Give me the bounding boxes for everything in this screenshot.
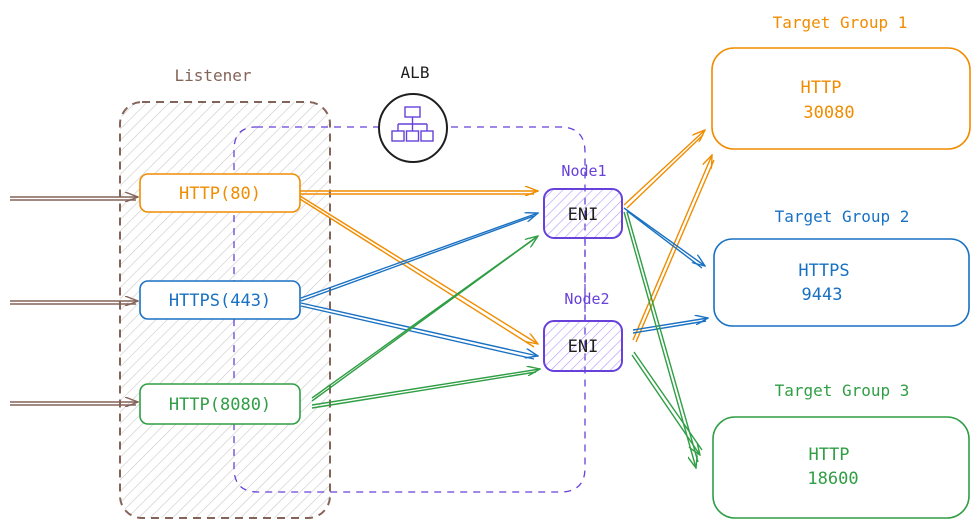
- listener-to-eni-arrows: [299, 191, 540, 409]
- node2-eni[interactable]: ENI: [543, 320, 623, 372]
- port-label: HTTP(80): [179, 184, 261, 204]
- eni-label: ENI: [568, 205, 599, 225]
- target-port: 18600: [807, 469, 858, 489]
- listener-port-http-8080[interactable]: HTTP(8080): [139, 383, 301, 425]
- hierarchy-icon: [391, 106, 434, 142]
- target-protocol: HTTP: [809, 445, 850, 465]
- target-port: 30080: [803, 103, 854, 123]
- node1-title: Node1: [561, 162, 606, 180]
- target-group-2[interactable]: HTTPS 9443: [713, 238, 970, 327]
- target-group-1-title: Target Group 1: [773, 13, 908, 32]
- eni-label: ENI: [568, 337, 599, 357]
- target-protocol: HTTPS: [798, 261, 849, 281]
- incoming-arrows: [10, 197, 138, 405]
- eni-to-target-arrows: [623, 130, 715, 468]
- alb-title: ALB: [401, 63, 430, 82]
- port-label: HTTPS(443): [169, 291, 271, 311]
- target-group-3[interactable]: HTTP 18600: [712, 416, 970, 519]
- target-group-3-title: Target Group 3: [775, 381, 910, 400]
- alb-icon: [378, 93, 448, 163]
- alb-region: [233, 126, 586, 493]
- node2-title: Node2: [564, 290, 609, 308]
- listener-port-http-80[interactable]: HTTP(80): [139, 173, 301, 213]
- node1-eni[interactable]: ENI: [543, 188, 623, 239]
- port-label: HTTP(8080): [169, 395, 271, 415]
- listener-title: Listener: [174, 66, 251, 85]
- target-protocol: HTTP: [801, 78, 842, 98]
- target-group-1[interactable]: HTTP 30080: [711, 47, 971, 150]
- target-port: 9443: [802, 285, 843, 305]
- target-group-2-title: Target Group 2: [775, 207, 910, 226]
- listener-port-https-443[interactable]: HTTPS(443): [139, 280, 301, 320]
